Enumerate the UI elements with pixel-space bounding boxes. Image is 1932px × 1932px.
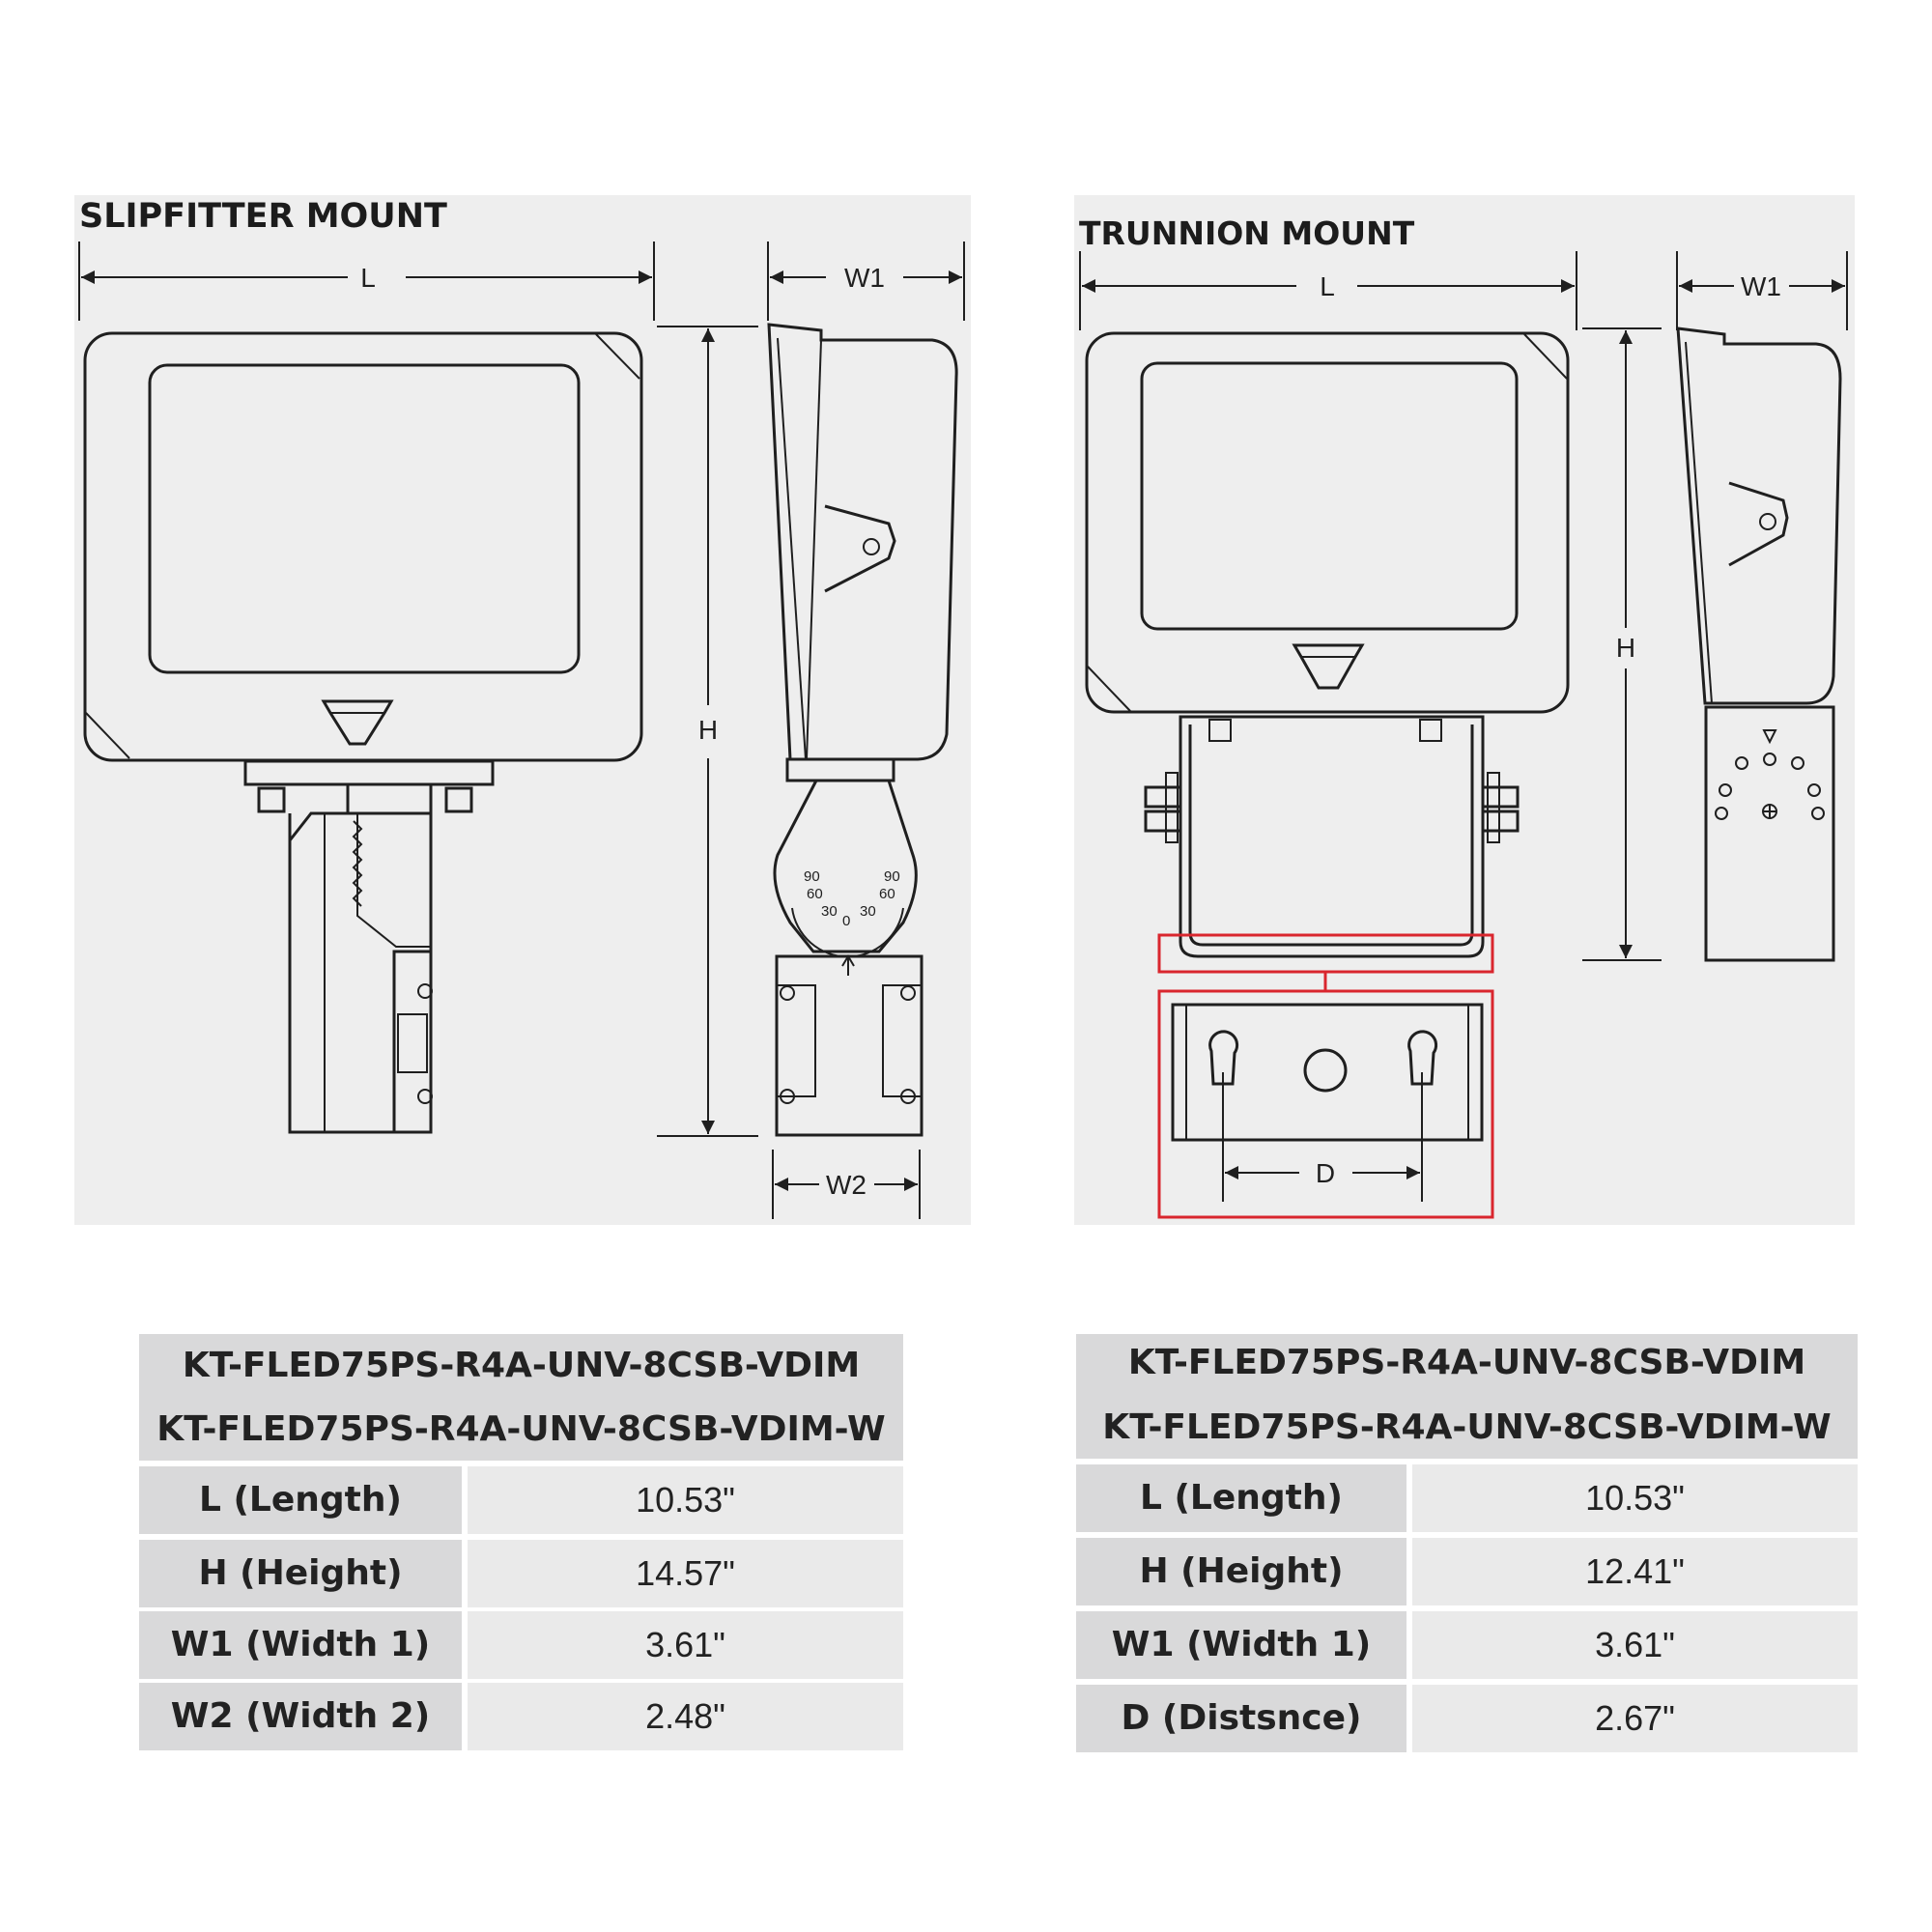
row-label: W2 (Width 2) xyxy=(139,1683,462,1750)
model-number: KT-FLED75PS-R4A-UNV-8CSB-VDIM-W xyxy=(156,1409,886,1449)
trunnion-dimension-lines xyxy=(1079,251,1848,961)
trunnion-side-view xyxy=(1676,327,1842,962)
row-label: D (Distsnce) xyxy=(1076,1685,1406,1752)
trunnion-dim-d: D xyxy=(1316,1158,1335,1188)
dial-mark: 30 xyxy=(821,903,838,920)
table-header: KT-FLED75PS-R4A-UNV-8CSB-VDIM KT-FLED75P… xyxy=(1076,1334,1858,1459)
table-header: KT-FLED75PS-R4A-UNV-8CSB-VDIM KT-FLED75P… xyxy=(139,1334,903,1461)
slipfitter-dim-w1: W1 xyxy=(844,263,885,293)
row-label: H (Height) xyxy=(1076,1538,1406,1605)
dial-mark: 60 xyxy=(879,886,895,902)
row-value: 2.67" xyxy=(1412,1685,1858,1752)
mounting-hole-detail xyxy=(1157,933,1494,1219)
slipfitter-panel xyxy=(74,195,971,1225)
row-value: 10.53" xyxy=(468,1466,903,1534)
slipfitter-title: SLIPFITTER MOUNT xyxy=(79,197,447,236)
model-number: KT-FLED75PS-R4A-UNV-8CSB-VDIM xyxy=(182,1346,861,1385)
model-number: KT-FLED75PS-R4A-UNV-8CSB-VDIM xyxy=(1127,1343,1806,1382)
row-value: 12.41" xyxy=(1412,1538,1858,1605)
row-label: W1 (Width 1) xyxy=(1076,1611,1406,1679)
dial-mark: 30 xyxy=(860,903,876,920)
dial-mark: 0 xyxy=(842,913,850,929)
trunnion-panel xyxy=(1074,195,1855,1225)
row-value: 2.48" xyxy=(468,1683,903,1750)
dial-mark: 90 xyxy=(884,868,900,885)
slipfitter-front-view xyxy=(83,331,643,1134)
tilt-angle-dial: 90 60 30 0 30 60 90 xyxy=(804,868,900,929)
dimension-labels: L W1 H W2 L W1 H D xyxy=(360,263,1781,1200)
row-value: 3.61" xyxy=(468,1611,903,1679)
row-label: L (Length) xyxy=(1076,1464,1406,1532)
dial-mark: 90 xyxy=(804,868,820,885)
row-value: 14.57" xyxy=(468,1540,903,1607)
row-value: 3.61" xyxy=(1412,1611,1858,1679)
slipfitter-side-view xyxy=(767,323,958,1137)
row-value: 10.53" xyxy=(1412,1464,1858,1532)
slipfitter-dimension-lines xyxy=(78,242,965,1219)
trunnion-front-view xyxy=(1085,331,1570,958)
trunnion-title: TRUNNION MOUNT xyxy=(1079,214,1415,252)
row-label: H (Height) xyxy=(139,1540,462,1607)
trunnion-dim-h: H xyxy=(1616,633,1635,663)
dial-mark: 60 xyxy=(807,886,823,902)
row-label: L (Length) xyxy=(139,1466,462,1534)
trunnion-dim-w1: W1 xyxy=(1741,271,1781,301)
slipfitter-dim-l: L xyxy=(360,263,376,293)
slipfitter-dim-h: H xyxy=(698,715,718,745)
trunnion-dim-l: L xyxy=(1320,271,1335,301)
model-number: KT-FLED75PS-R4A-UNV-8CSB-VDIM-W xyxy=(1102,1407,1832,1447)
slipfitter-dim-w2: W2 xyxy=(826,1170,867,1200)
row-label: W1 (Width 1) xyxy=(139,1611,462,1679)
